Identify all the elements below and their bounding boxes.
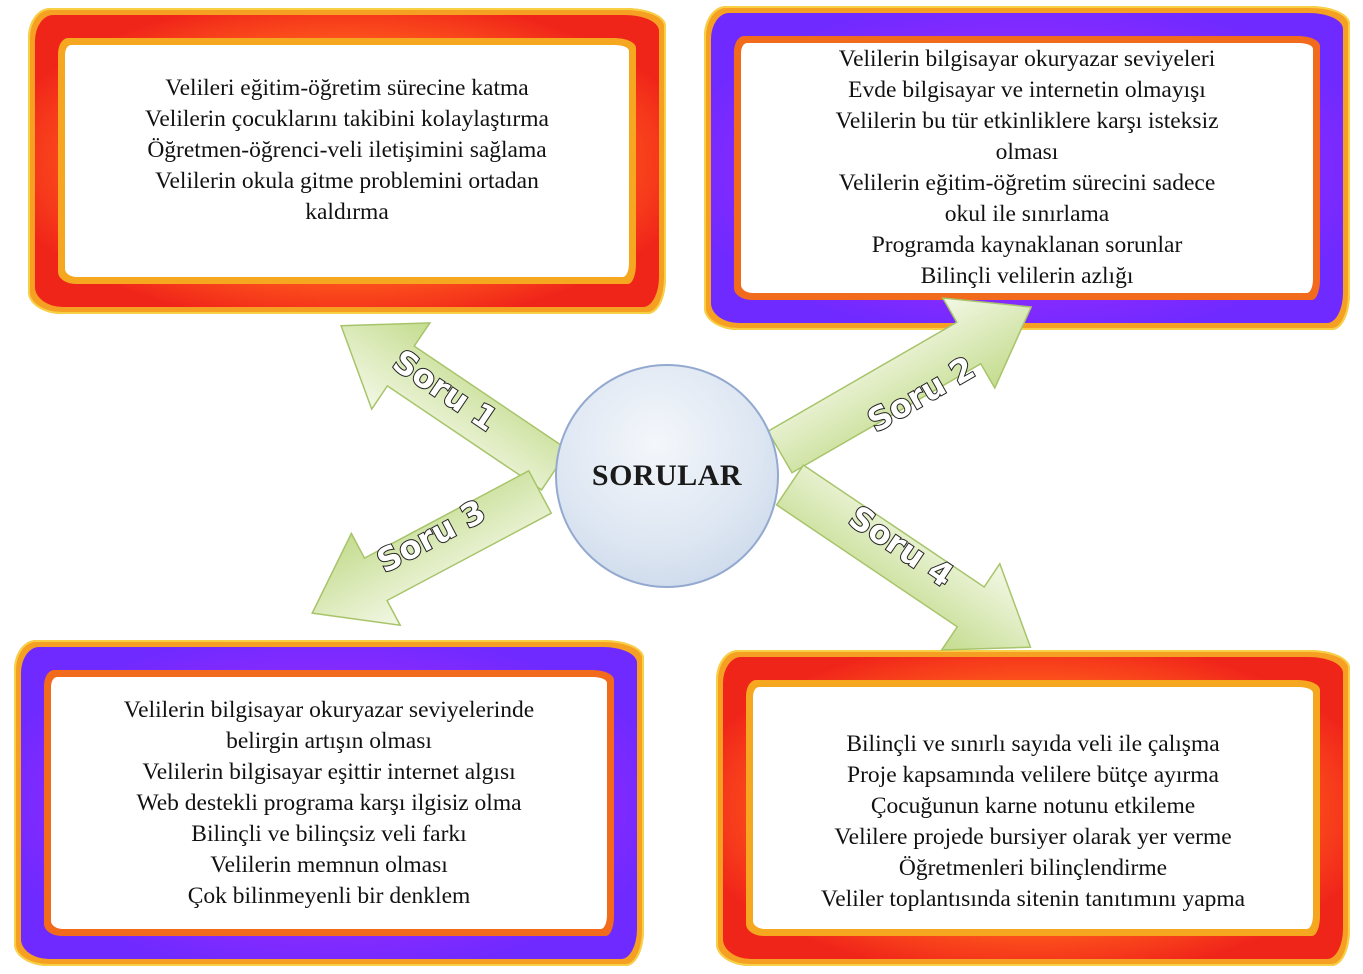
arrow-soru-3 xyxy=(311,469,553,627)
center-title: SORULAR xyxy=(591,459,743,492)
box-line: Velilerin bilgisayar okuryazar seviyeler… xyxy=(123,696,535,723)
box-line: Velilerin çocuklarını takibini kolaylaşt… xyxy=(145,105,549,132)
box-line: Velilerin bilgisayar eşittir internet al… xyxy=(142,758,516,785)
box-top-right-text: Velilerin bilgisayar okuryazar seviyeler… xyxy=(741,44,1313,292)
box-line: Veliler toplantısında sitenin tanıtımını… xyxy=(820,886,1246,912)
box-bottom-left: Velilerin bilgisayar okuryazar seviyeler… xyxy=(14,640,644,966)
box-line: Bilinçli ve bilinçsiz veli farkı xyxy=(191,820,467,847)
box-line: Velilerin okula gitme problemini ortadan xyxy=(155,167,539,194)
center-circle: SORULAR xyxy=(555,364,779,588)
box-line: Öğretmen-öğrenci-veli iletişimini sağlam… xyxy=(147,136,547,163)
box-line: Web destekli programa karşı ilgisiz olma xyxy=(136,789,522,816)
box-line: Proje kapsamında velilere bütçe ayırma xyxy=(847,762,1219,788)
box-line: olması xyxy=(995,139,1059,165)
arrow-soru-1 xyxy=(340,322,570,491)
box-line: Velilerin bu tür etkinliklere karşı iste… xyxy=(835,108,1219,134)
box-line: Çok bilinmeyenli bir denklem xyxy=(187,882,471,909)
box-top-right: Velilerin bilgisayar okuryazar seviyeler… xyxy=(704,6,1350,330)
box-bottom-left-text: Velilerin bilgisayar okuryazar seviyeler… xyxy=(51,695,607,912)
box-line: Velileri eğitim-öğretim sürecine katma xyxy=(165,74,529,101)
box-line: Velilerin memnun olması xyxy=(210,851,448,878)
box-line: kaldırma xyxy=(305,198,389,225)
box-line: Bilinçli ve sınırlı sayıda veli ile çalı… xyxy=(846,731,1220,757)
box-line: Velilerin bilgisayar okuryazar seviyeler… xyxy=(838,46,1216,72)
box-line: Evde bilgisayar ve internetin olmayışı xyxy=(848,77,1206,103)
box-line: Velilerin eğitim-öğretim sürecini sadece xyxy=(838,170,1216,196)
box-line: belirgin artışın olması xyxy=(226,727,432,754)
box-bottom-right: Bilinçli ve sınırlı sayıda veli ile çalı… xyxy=(716,650,1350,966)
box-line: Öğretmenleri bilinçlendirme xyxy=(898,855,1168,881)
arrow-soru-2 xyxy=(766,297,1033,474)
box-bottom-right-text: Bilinçli ve sınırlı sayıda veli ile çalı… xyxy=(753,729,1313,915)
box-line: Velilere projede bursiyer olarak yer ver… xyxy=(834,824,1232,850)
box-line: Çocuğunun karne notunu etkileme xyxy=(870,793,1196,819)
arrow-soru-4 xyxy=(775,464,1032,651)
box-line: Programda kaynaklanan sorunlar xyxy=(871,232,1183,258)
box-line: Bilinçli velilerin azlığı xyxy=(920,263,1134,289)
box-line: okul ile sınırlama xyxy=(944,201,1110,227)
